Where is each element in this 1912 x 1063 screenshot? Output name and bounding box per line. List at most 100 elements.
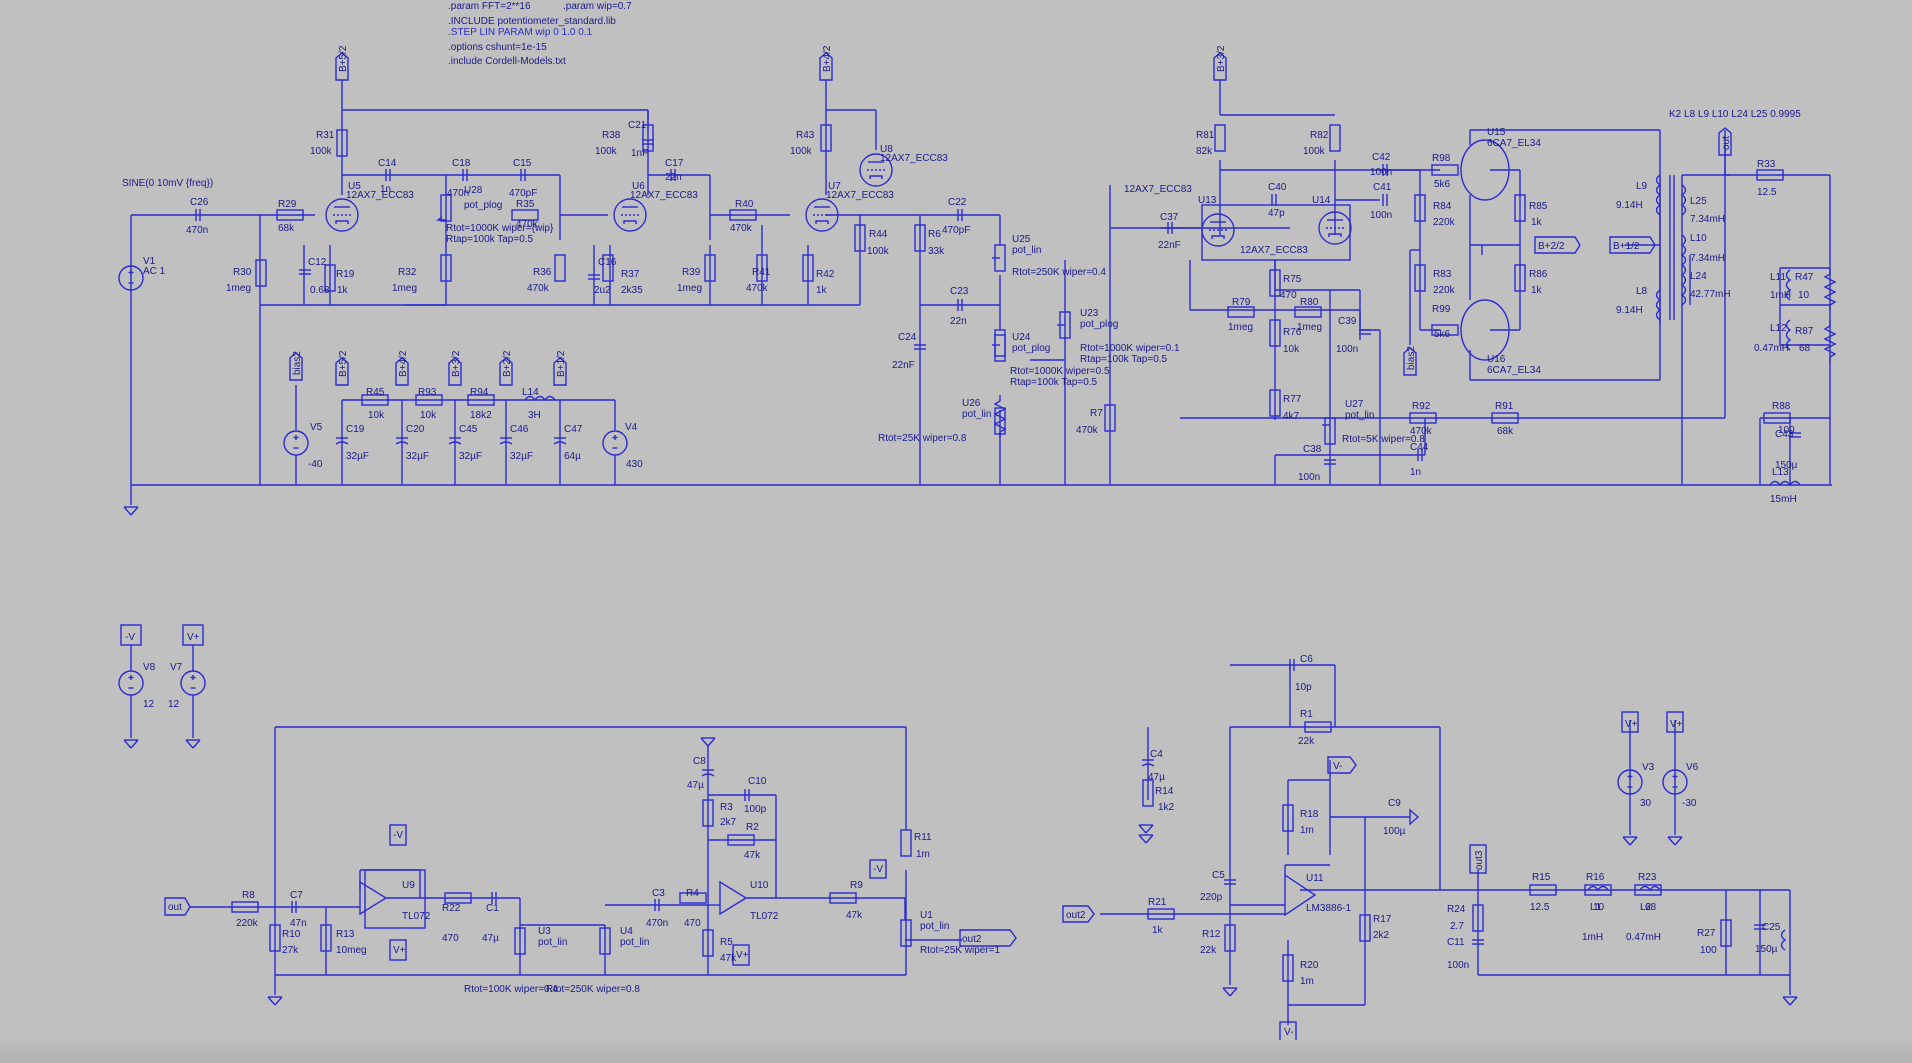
component-label-opamps-2-model: LM3886-1 <box>1306 903 1351 914</box>
net-label-out-b[interactable]: out <box>168 902 182 913</box>
net-label-vminus-c[interactable]: V- <box>1284 1027 1293 1038</box>
net-label-bp4-b[interactable]: B+4/2 <box>398 350 409 377</box>
net-label-bp5-b[interactable]: B+5/2 <box>338 350 349 377</box>
directive-wip[interactable]: .param wip=0.7 <box>563 1 632 12</box>
component-ref-tubes-6-ref: U15 <box>1487 127 1506 138</box>
component-label-opamps-0-model: TL072 <box>402 911 431 922</box>
component-ref-components-58-ref: R92 <box>1412 401 1431 412</box>
component-label-pots-5-params: Rtot=5K wiper=0.8 <box>1342 434 1425 445</box>
component-ref-pots-6-ref: U3 <box>538 926 551 937</box>
component-ref-components-33-ref: C20 <box>406 424 425 435</box>
net-label-minus-v-b[interactable]: V+ <box>393 945 406 956</box>
component-label-pots-2-params2: Rtap=100k Tap=0.5 <box>1080 354 1168 365</box>
component-ref-components-76-ref: R10 <box>282 929 301 940</box>
component-ref-components-66-ref: L8 <box>1636 286 1648 297</box>
net-label-bp3-b[interactable]: B+3/2 <box>451 350 462 377</box>
net-label-bias2-b[interactable]: bias2 <box>1406 346 1417 370</box>
component-ref-components-106-ref: R16 <box>1586 872 1605 883</box>
component-ref-components-86-ref: R5 <box>720 937 733 948</box>
preamp-wiring <box>123 80 1832 516</box>
component-label-components-55-value: 5k6 <box>1434 329 1451 340</box>
net-label-bp3-a[interactable]: B+3/2 <box>1216 45 1227 72</box>
component-label-components-40-value: 100k <box>1303 146 1326 157</box>
component-label-components-92-value: 22k <box>1298 736 1315 747</box>
component-label-components-85-value: 47k <box>744 850 761 861</box>
component-label-pots-0-params2: Rtap=100k Tap=0.5 <box>446 234 534 245</box>
component-ref-components-60-ref: R91 <box>1495 401 1514 412</box>
component-label-pots-8-model: pot_lin <box>920 921 949 932</box>
component-label-components-90-value: 12 <box>168 699 180 710</box>
component-label-net_labels-6: out <box>168 902 182 913</box>
component-ref-components-72-ref: C43 <box>1775 429 1794 440</box>
net-label-out2-b[interactable]: out2 <box>1066 910 1086 921</box>
component-ref-pots-0-ref: U28 <box>464 185 483 196</box>
component-label-components-46-value: 1meg <box>1297 322 1322 333</box>
component-ref-components-88-ref: R11 <box>914 832 932 843</box>
net-label-vplus-b[interactable]: V- <box>1333 761 1342 772</box>
net-label-bp2-c[interactable]: B+2/2 <box>1538 241 1565 252</box>
component-label-net_labels-1: B+4/2 <box>398 350 409 377</box>
net-label-bp4-a[interactable]: B+4/2 <box>822 45 833 72</box>
component-ref-components-57-ref: R86 <box>1529 269 1548 280</box>
component-label-pots-1-params: Rtot=250K wiper=0.4 <box>1012 267 1106 278</box>
component-label-components-70-value: 68 <box>1799 343 1811 354</box>
component-label-components-81-value: 470 <box>684 918 701 929</box>
net-label-plus-v-b[interactable]: -V <box>393 830 403 841</box>
directive-fft[interactable]: .param FFT=2**16 <box>448 1 531 12</box>
component-label-components-12-value: 1k <box>337 285 349 296</box>
component-ref-components-75-ref: C7 <box>290 890 303 901</box>
net-label-bias2-a[interactable]: bias2 <box>292 351 303 375</box>
component-ref-opamps-2-ref: U11 <box>1306 873 1324 884</box>
mutual-inductance-directive[interactable]: K2 L8 L9 L10 L24 L25 0.9995 <box>1669 109 1801 120</box>
net-label-out3[interactable]: out3 <box>1474 850 1485 870</box>
net-label-bp5-a[interactable]: B+5/2 <box>338 45 349 72</box>
net-label-bp2-b[interactable]: B+2/2 <box>502 350 513 377</box>
component-label-net_labels-5: bias2 <box>292 351 303 375</box>
net-label-vminus-b[interactable]: V+ <box>1670 719 1683 730</box>
component-label-components-42-value: 47p <box>1268 208 1285 219</box>
net-label-minus-v-c[interactable]: V+ <box>736 950 749 961</box>
component-label-components-103-value: 100n <box>1447 960 1469 971</box>
component-label-source_refs-5: V3 <box>1642 762 1655 773</box>
component-ref-components-44-ref: C37 <box>1160 212 1179 223</box>
component-label-components-31-value: 3H <box>528 410 541 421</box>
component-ref-components-68-ref: R47 <box>1795 272 1814 283</box>
component-label-components-57-value: 1k <box>1531 285 1543 296</box>
component-ref-components-4-ref: R38 <box>602 130 621 141</box>
bottom-scroll-bar[interactable] <box>0 1040 1912 1063</box>
directive-options[interactable]: .options cshunt=1e-15 <box>448 42 547 53</box>
net-label-out2-a[interactable]: out2 <box>962 934 982 945</box>
net-label-plus-v-c[interactable]: -V <box>873 864 883 875</box>
power-amp-parts <box>1062 658 1798 1040</box>
component-label-tubes-7-model: 6CA7_EL34 <box>1487 365 1541 376</box>
component-label-pots-4-model: pot_lin <box>962 409 991 420</box>
schematic-canvas[interactable]: .param FFT=2**16 .param wip=0.7 .INCLUDE… <box>0 0 1912 1040</box>
component-label-components-10-value: 1meg <box>226 283 251 294</box>
net-label-out-a[interactable]: out <box>1721 136 1732 150</box>
net-label-plus-v-a[interactable]: -V <box>125 632 135 643</box>
directive-include-models[interactable]: .include Cordell-Models.txt <box>448 56 566 67</box>
component-label-pots-6-params: Rtot=100K wiper=0.4 <box>464 984 558 995</box>
net-label-vplus-a[interactable]: V+ <box>1625 719 1638 730</box>
component-label-components-77-value: 10meg <box>336 945 367 956</box>
component-label-components-89-value: 12 <box>143 699 155 710</box>
component-label-net_labels-12: V- <box>1284 1027 1293 1038</box>
net-label-bp1-c[interactable]: B+1/2 <box>1613 241 1640 252</box>
component-ref-components-8-ref: C26 <box>190 197 209 208</box>
component-ref-components-14-ref: R35 <box>516 199 535 210</box>
component-ref-components-97-ref: C5 <box>1212 870 1225 881</box>
component-label-components-102-value: 2.7 <box>1450 921 1464 932</box>
net-label-bp1-b[interactable]: B+1/2 <box>556 350 567 377</box>
directive-step[interactable]: .STEP LIN PARAM wip 0 1.0 0.1 <box>448 27 593 38</box>
power-amp-wiring <box>1100 664 1791 1025</box>
component-ref-components-24-ref: R6 <box>928 229 941 240</box>
directive-include-pot[interactable]: .INCLUDE potentiometer_standard.lib <box>448 16 616 27</box>
component-label-components-33-value: 32µF <box>406 451 429 462</box>
component-label-net_labels-8: out3 <box>1474 850 1485 870</box>
component-label-components-4-value: 100k <box>595 146 618 157</box>
net-label-minus-v-a[interactable]: V+ <box>187 632 200 643</box>
component-ref-components-104-ref: R15 <box>1532 872 1551 883</box>
component-label-components-106-value: 10 <box>1593 902 1605 913</box>
component-label-components-74-value: 220k <box>236 918 259 929</box>
spice-directives[interactable]: .param FFT=2**16 .param wip=0.7 .INCLUDE… <box>448 1 1801 120</box>
